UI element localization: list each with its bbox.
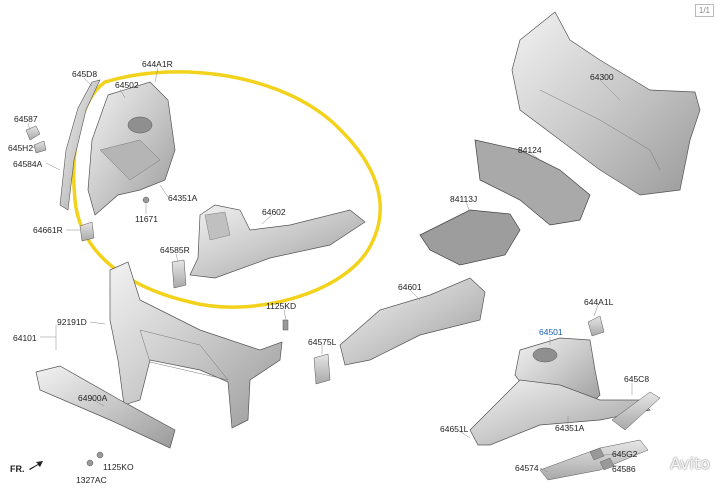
- label-645G2[interactable]: 645G2: [612, 449, 638, 459]
- label-92191D[interactable]: 92191D: [57, 317, 87, 327]
- label-644A1R[interactable]: 644A1R: [142, 59, 173, 69]
- part-64661R[interactable]: [79, 221, 95, 242]
- label-64602[interactable]: 64602: [262, 207, 286, 217]
- part-64900A[interactable]: [35, 365, 176, 449]
- label-84113J[interactable]: 84113J: [450, 194, 478, 204]
- part-645G2[interactable]: [589, 447, 605, 461]
- part-84124[interactable]: [474, 139, 591, 226]
- front-arrow-icon: [29, 461, 43, 470]
- label-645C8[interactable]: 645C8: [624, 374, 650, 384]
- label-84124[interactable]: 84124: [518, 145, 542, 155]
- page-indicator: 1/1: [694, 4, 714, 17]
- label-64900A[interactable]: 64900A: [78, 393, 108, 403]
- part-644A1L[interactable]: [587, 315, 605, 337]
- part-64587[interactable]: [25, 125, 41, 141]
- leader-lines: [27, 67, 633, 473]
- label-644A1L[interactable]: 644A1L: [584, 297, 614, 307]
- label-11671[interactable]: 11671: [135, 214, 159, 224]
- part-64586[interactable]: [599, 457, 615, 471]
- label-64651L[interactable]: 64651L: [440, 424, 469, 434]
- label-64585R[interactable]: 64585R: [160, 245, 190, 255]
- label-64300[interactable]: 64300: [590, 72, 614, 82]
- part-64602[interactable]: [189, 204, 366, 279]
- highlight-outline: [72, 70, 382, 309]
- part-64300[interactable]: [511, 11, 701, 196]
- part-64585R[interactable]: [171, 259, 187, 289]
- label-64501[interactable]: 64501: [539, 327, 563, 337]
- label-64584A[interactable]: 64584A: [13, 159, 43, 169]
- part-645H2[interactable]: [33, 140, 47, 154]
- label-1125KO[interactable]: 1125KO: [103, 462, 134, 472]
- label-1327AC[interactable]: 1327AC: [76, 475, 107, 485]
- label-64502[interactable]: 64502: [115, 80, 139, 90]
- part-64575L[interactable]: [313, 353, 331, 385]
- part-645C8[interactable]: [611, 391, 661, 431]
- part-64651L-assembly[interactable]: [469, 379, 651, 446]
- label-64661R[interactable]: 64661R: [33, 225, 63, 235]
- label-64101[interactable]: 64101: [13, 333, 37, 343]
- part-84113J[interactable]: [419, 209, 521, 266]
- part-645D8[interactable]: [59, 79, 101, 211]
- label-64587[interactable]: 64587: [14, 114, 38, 124]
- label-64586[interactable]: 64586: [612, 464, 636, 474]
- part-1327AC[interactable]: [86, 459, 94, 467]
- label-64351A-top[interactable]: 64351A: [168, 193, 198, 203]
- label-64601[interactable]: 64601: [398, 282, 422, 292]
- label-645D8[interactable]: 645D8: [72, 69, 98, 79]
- label-64574[interactable]: 64574: [515, 463, 539, 473]
- front-direction-label: FR.: [10, 464, 25, 474]
- part-64101[interactable]: [109, 261, 283, 429]
- part-11671[interactable]: [142, 196, 150, 204]
- part-1125KD[interactable]: [282, 319, 289, 331]
- label-1125KD[interactable]: 1125KD: [266, 301, 297, 311]
- part-64601[interactable]: [339, 277, 486, 366]
- watermark: Avito: [670, 454, 710, 473]
- part-1125KO[interactable]: [96, 451, 104, 459]
- label-64351A-bottom[interactable]: 64351A: [555, 423, 585, 433]
- label-64575L[interactable]: 64575L: [308, 337, 337, 347]
- label-645H2[interactable]: 645H2: [8, 143, 34, 153]
- part-64502[interactable]: [87, 81, 176, 216]
